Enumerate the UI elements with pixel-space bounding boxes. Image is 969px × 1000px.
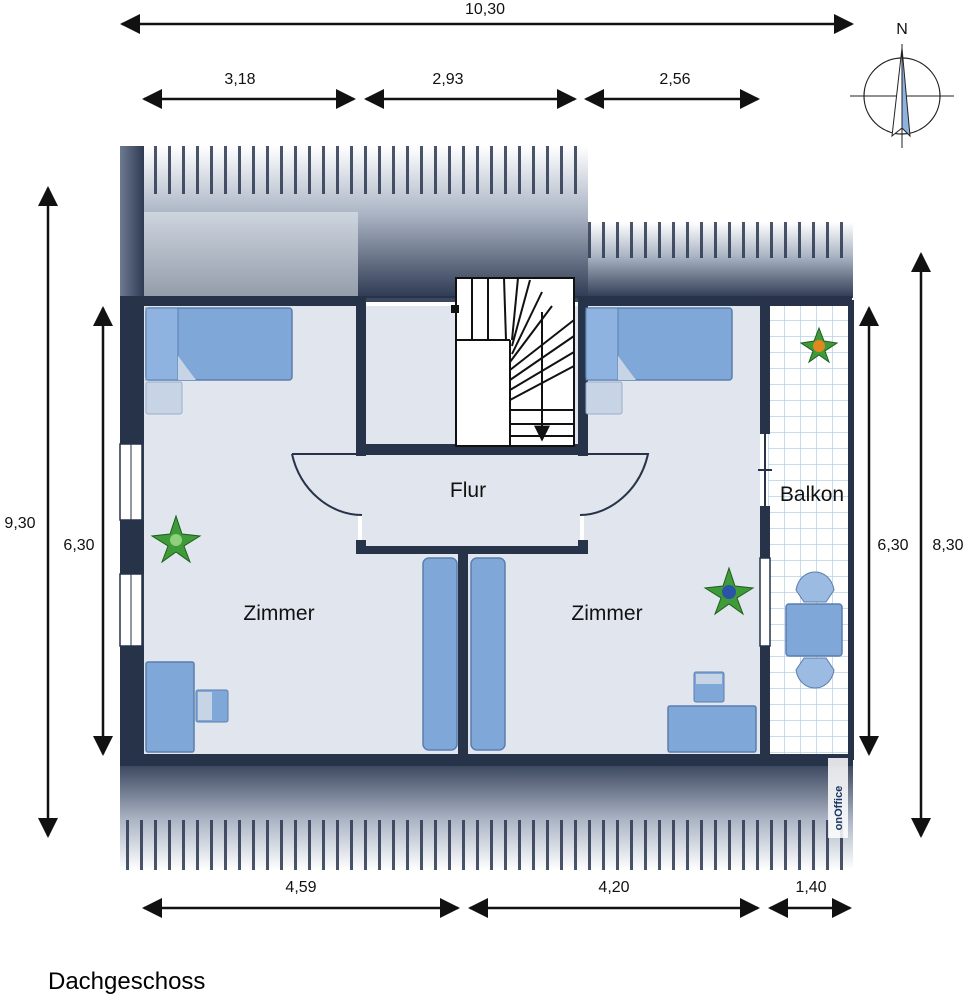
roof-top-right	[588, 222, 853, 298]
window-left-1	[119, 443, 143, 521]
balcony-table-set	[785, 571, 843, 689]
balcony-door	[758, 434, 772, 506]
staircase	[451, 277, 575, 447]
hall-top-wall	[356, 444, 588, 454]
dim-right-inner: 6,30	[877, 537, 908, 554]
room-label-hall: Flur	[450, 479, 486, 502]
dim-bottom-2: 4,20	[598, 879, 629, 896]
balcony-window	[759, 557, 771, 647]
compass: N	[850, 21, 954, 148]
brand-text: onOffice	[833, 786, 845, 831]
room-label-balcony: Balkon	[780, 483, 844, 506]
wardrobe-left	[422, 557, 458, 751]
bed-right	[585, 307, 733, 415]
desk-right	[667, 671, 757, 753]
plant-right-room	[703, 566, 755, 616]
walls	[120, 296, 854, 766]
compass-north-label: N	[896, 21, 908, 38]
dim-right-outer: 8,30	[932, 537, 963, 554]
wardrobe-right	[470, 557, 506, 751]
dim-top-1: 3,18	[224, 71, 255, 88]
window-left-2	[119, 573, 143, 647]
brand-logo: onOffice	[828, 758, 848, 838]
plant-balcony	[799, 326, 839, 364]
room-label-left: Zimmer	[243, 602, 314, 625]
roof-top-left	[120, 146, 358, 298]
plant-left-room	[150, 514, 202, 564]
dim-left-inner: 6,30	[63, 537, 94, 554]
dim-top-2: 2,93	[432, 71, 463, 88]
dimension-lines	[38, 14, 931, 918]
dim-bottom-3: 1,40	[795, 879, 826, 896]
hall-right-curve	[292, 453, 650, 516]
roof-bottom	[120, 758, 853, 870]
dim-top-3: 2,56	[659, 71, 690, 88]
dim-left-outer: 9,30	[4, 515, 35, 532]
hall-floor	[292, 454, 648, 548]
dim-top-total: 10,30	[465, 1, 505, 18]
room-label-right: Zimmer	[571, 602, 642, 625]
desk-left	[145, 661, 229, 753]
dim-bottom-1: 4,59	[285, 879, 316, 896]
roof-top-middle	[358, 146, 588, 298]
hall-left-curve	[291, 453, 363, 516]
floor-caption: Dachgeschoss	[48, 968, 206, 995]
bed-left	[145, 307, 293, 415]
